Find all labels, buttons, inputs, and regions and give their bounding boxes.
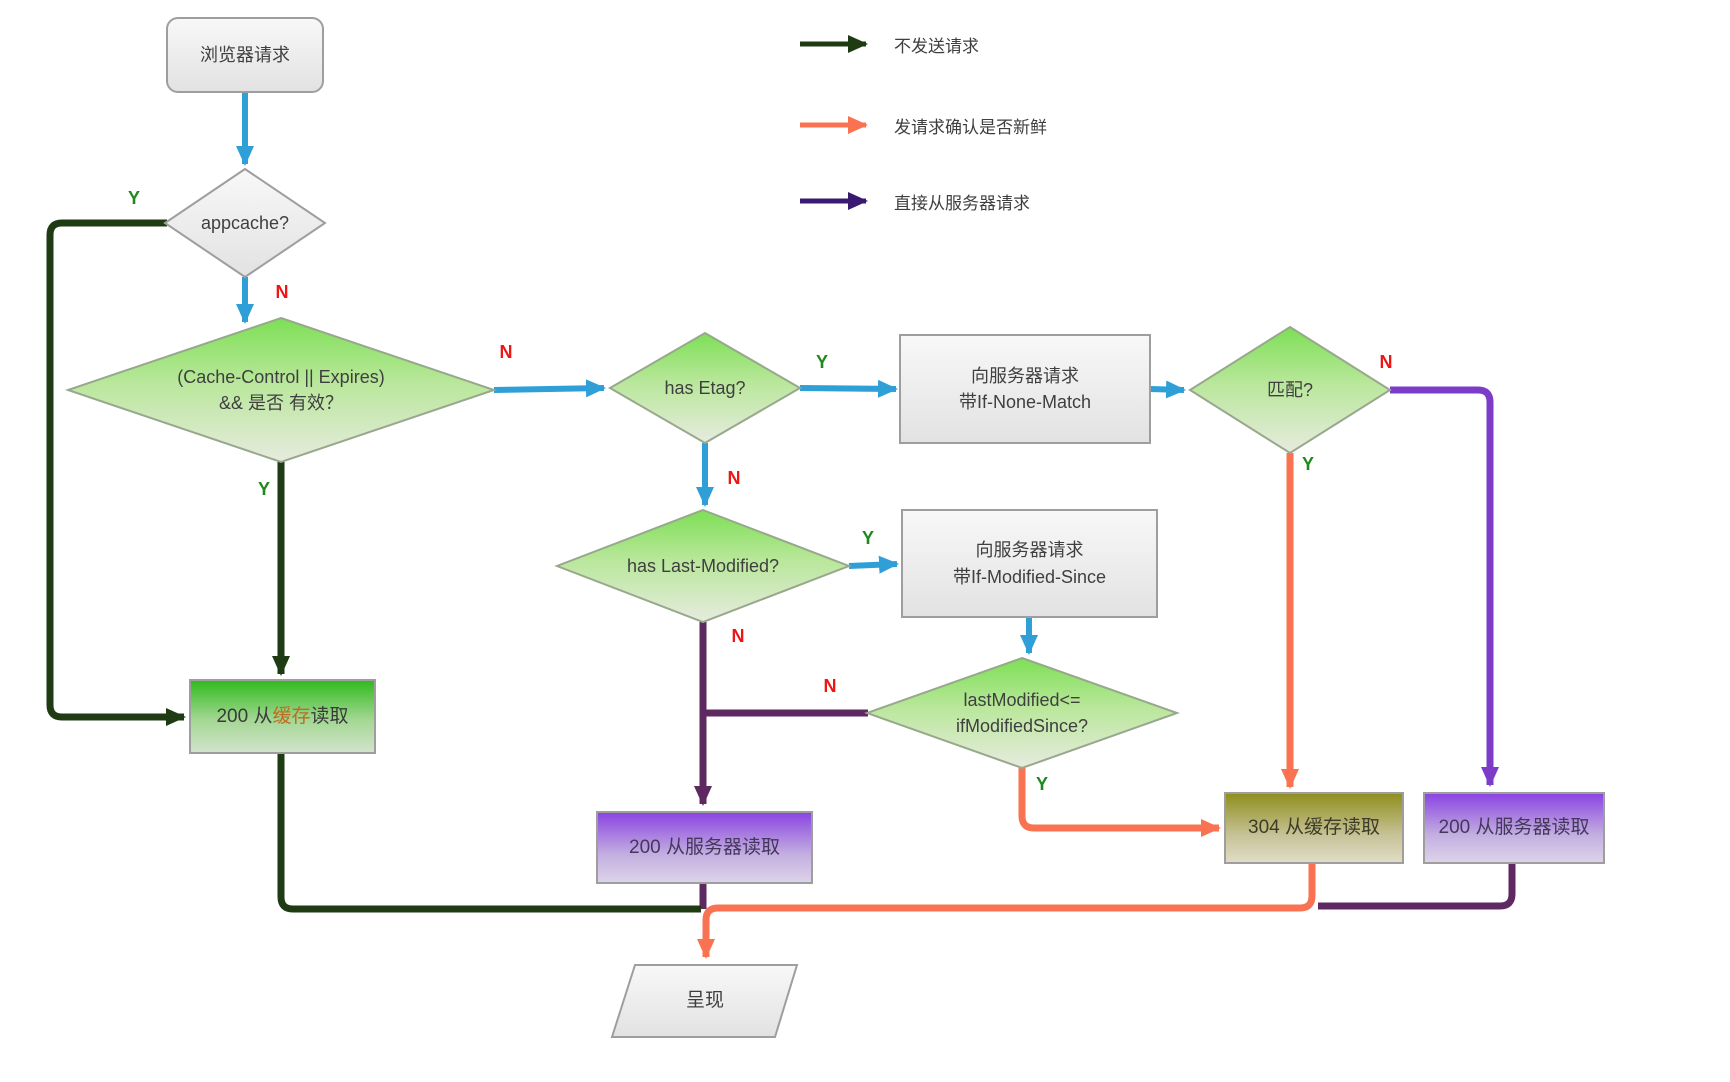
last-modified-compare-label: lastModified<= ifModifiedSince? [867,675,1177,751]
start-node-label: 浏览器请求 [200,44,290,65]
read-server-200-left-box-shape [596,811,813,884]
label-match-no: N [1379,351,1393,372]
edge-bus-to-render [697,863,1316,959]
label-compare-no: N [823,675,837,696]
label-compare-yes: Y [1035,773,1048,794]
edge-compare-cache304-y [1018,768,1221,837]
last-modified-compare-diamond-shape [864,656,1180,770]
appcache-label: appcache? [200,212,290,233]
if-none-match-box-shape [899,334,1151,444]
label-cachecontrol-yes: Y [257,478,270,499]
edge-ifnonematch-match [1149,380,1186,399]
start-node-shape [166,17,324,93]
if-none-match-box-label: 向服务器请求带If-None-Match [900,335,1150,443]
read-cache-200-label: 200 从缓存读取 [190,680,375,753]
edge-haslastmodified-ifmodifiedsince-y [848,555,899,574]
cache-control-diamond-shape [64,316,498,464]
read-cache-200-box-shape [189,679,376,754]
label-hasetag-yes: Y [815,351,828,372]
if-modified-since-line1: 向服务器请求 [975,540,1084,561]
read-cache-304-box-shape [1224,792,1404,864]
has-etag-diamond-shape [608,331,802,445]
edge-server200-right-to-bus [1318,863,1516,910]
legend-label-no-request: 不发送请求 [894,36,979,56]
legend-label-direct-server: 直接从服务器请求 [894,193,1030,213]
has-etag-label: has Etag? [664,377,746,398]
read-server-200-left-label: 200 从服务器读取 [629,836,780,858]
label-haslastmodified-yes: Y [861,527,874,548]
render-label: 呈现 [685,990,724,1012]
edge-match-server200-n [1390,386,1499,787]
cache-control-line2: && 是否 有效？ [218,393,343,413]
read-cache-200-highlight: 缓存 [272,705,311,727]
if-modified-since-box-label: 向服务器请求带If-Modified-Since [902,510,1157,617]
appcache-diamond-shape [163,167,327,279]
label-appcache-yes: Y [127,187,140,208]
if-none-match-line1: 向服务器请求 [971,365,1079,386]
last-modified-compare-line1: lastModified<= [963,689,1081,710]
render-parallelogram-shape [610,964,799,1038]
if-none-match-line2: 带If-None-Match [958,392,1092,412]
last-modified-compare-line2: ifModifiedSince? [955,716,1089,736]
cache-control-label: (Cache-Control || Expires) && 是否 有效？ [81,352,481,428]
read-cache-200-suffix: 读取 [310,705,349,727]
edge-hasetag-ifnonematch-y [799,379,898,398]
edge-appcache-cache200-y [46,219,186,726]
label-appcache-no: N [275,281,289,302]
label-match-yes: Y [1301,453,1314,474]
edge-cache200-to-bus [277,753,701,913]
cache-control-line1: (Cache-Control || Expires) [177,366,385,387]
match-diamond-shape [1188,325,1392,455]
read-cache-304-label: 304 从缓存读取 [1248,817,1380,839]
read-cache-200-prefix: 200 从 [216,705,273,727]
read-server-200-right-label: 200 从服务器读取 [1438,817,1590,839]
has-last-modified-diamond-shape [554,508,852,624]
match-label: 匹配? [1266,379,1313,400]
label-cachecontrol-no: N [499,341,513,362]
has-last-modified-label: has Last-Modified? [626,555,780,576]
read-server-200-right-box-shape [1423,792,1605,864]
if-modified-since-box-shape [901,509,1158,618]
if-modified-since-line2: 带If-Modified-Since [952,566,1107,587]
label-haslastmodified-no: N [731,625,745,646]
label-hasetag-no: N [727,467,741,488]
legend-label-confirm-fresh: 发请求确认是否新鲜 [894,117,1047,137]
edge-cachecontrol-hasetag-n [493,379,606,398]
